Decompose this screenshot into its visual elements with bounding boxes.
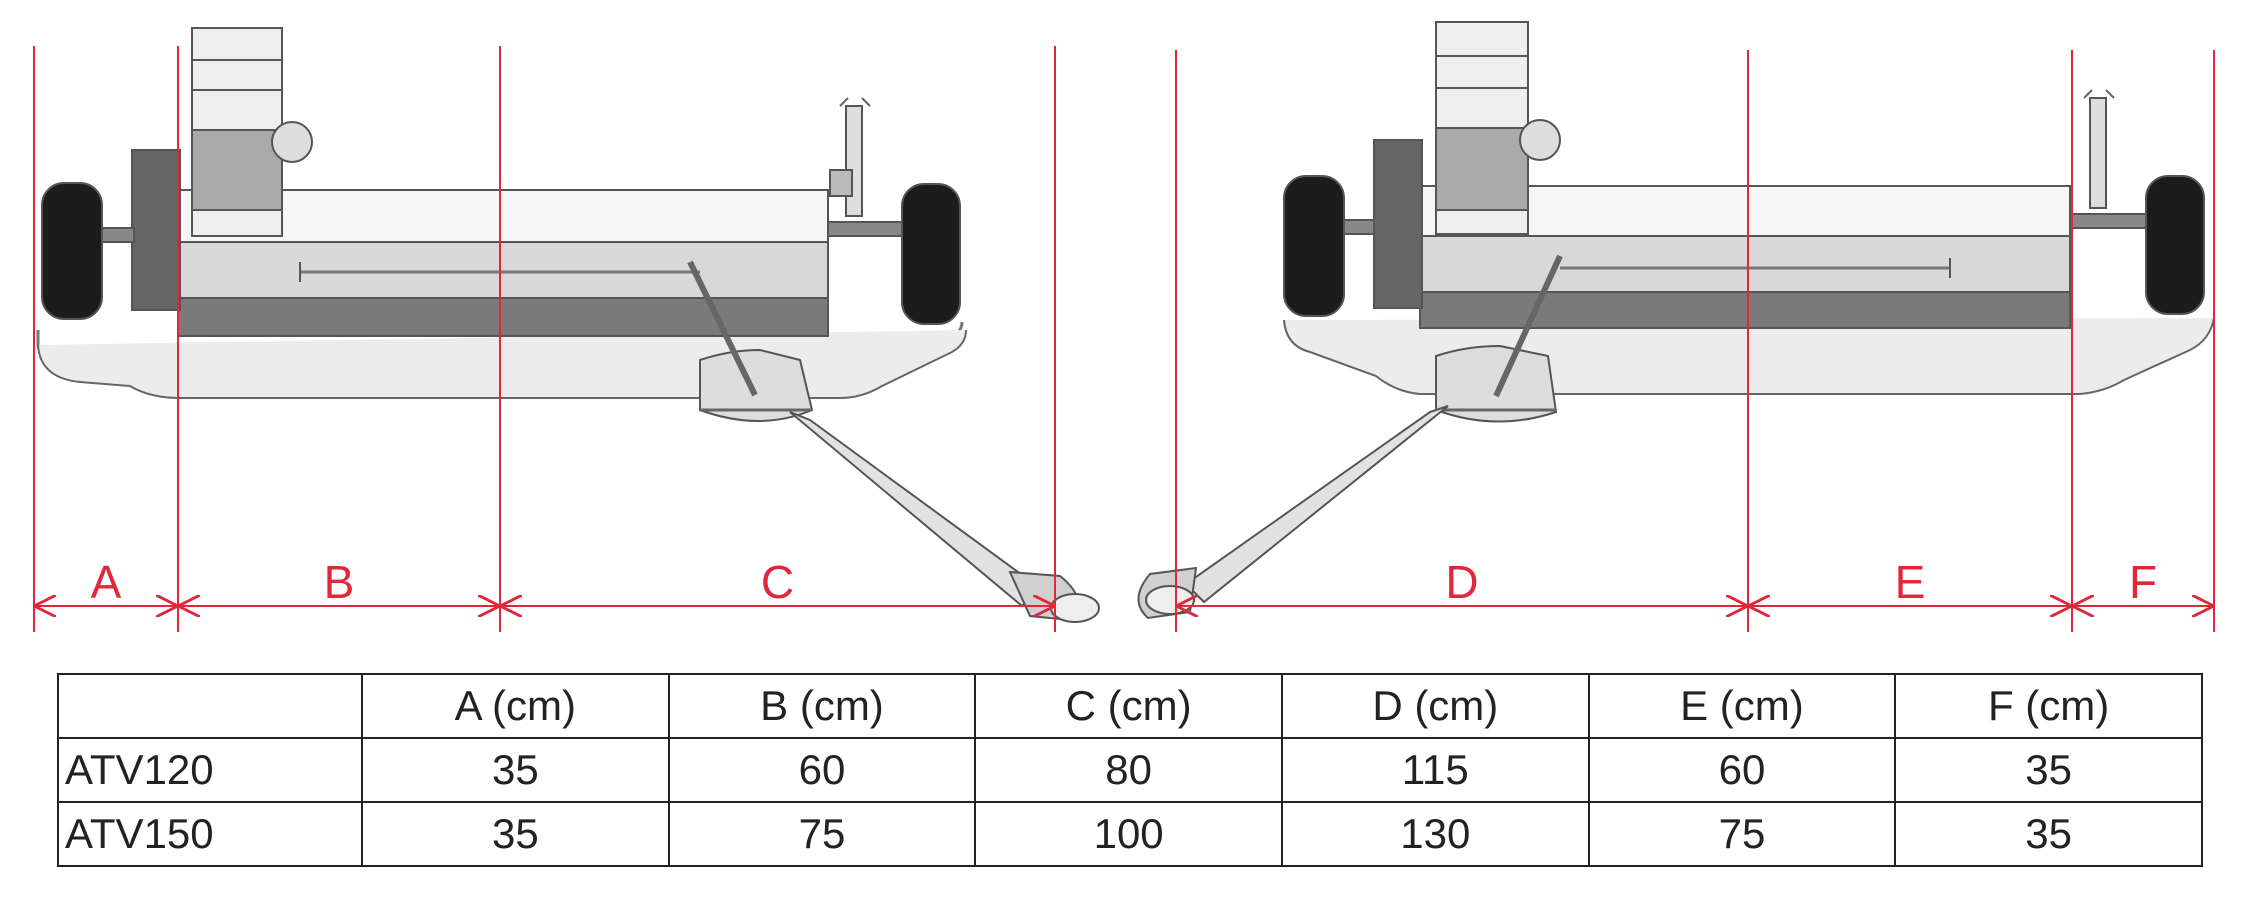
value-cell-f: 35 xyxy=(1894,737,2203,803)
dimension-label-a: A xyxy=(91,556,122,608)
dimension-label-d: D xyxy=(1445,556,1478,608)
dimension-label-b: B xyxy=(324,556,355,608)
right-mower-drawing xyxy=(1137,21,2215,620)
model-name-cell: ATV120 xyxy=(57,737,363,803)
dimension-labels: A B C D E F xyxy=(91,556,2157,608)
value-cell-b: 60 xyxy=(667,737,977,803)
value-cell-f: 35 xyxy=(1894,801,2203,867)
value-cell-e: 60 xyxy=(1587,737,1897,803)
header-cell-a: A (cm) xyxy=(361,673,670,739)
dimension-label-f: F xyxy=(2129,556,2157,608)
header-cell-f: F (cm) xyxy=(1894,673,2203,739)
header-cell-blank xyxy=(57,673,363,739)
table-row: ATV150 35 75 100 130 75 35 xyxy=(57,801,2203,867)
model-name-cell: ATV150 xyxy=(57,801,363,867)
value-cell-b: 75 xyxy=(667,801,977,867)
table-header-row: A (cm) B (cm) C (cm) D (cm) E (cm) F (cm… xyxy=(57,673,2203,739)
dimension-spec-table: A (cm) B (cm) C (cm) D (cm) E (cm) F (cm… xyxy=(57,673,2203,867)
value-cell-a: 35 xyxy=(361,737,670,803)
table-row: ATV120 35 60 80 115 60 35 xyxy=(57,737,2203,803)
header-cell-b: B (cm) xyxy=(667,673,977,739)
dimension-label-e: E xyxy=(1895,556,1926,608)
value-cell-c: 80 xyxy=(974,737,1283,803)
value-cell-e: 75 xyxy=(1587,801,1897,867)
value-cell-d: 130 xyxy=(1280,801,1590,867)
dimension-label-c: C xyxy=(761,556,794,608)
value-cell-d: 115 xyxy=(1280,737,1590,803)
header-cell-c: C (cm) xyxy=(974,673,1283,739)
dimension-lines xyxy=(33,46,2215,632)
header-cell-d: D (cm) xyxy=(1280,673,1590,739)
mower-dimension-diagram: A B C D E F xyxy=(33,21,2215,632)
left-mower-drawing xyxy=(36,27,1100,623)
value-cell-c: 100 xyxy=(974,801,1283,867)
value-cell-a: 35 xyxy=(361,801,670,867)
header-cell-e: E (cm) xyxy=(1587,673,1897,739)
